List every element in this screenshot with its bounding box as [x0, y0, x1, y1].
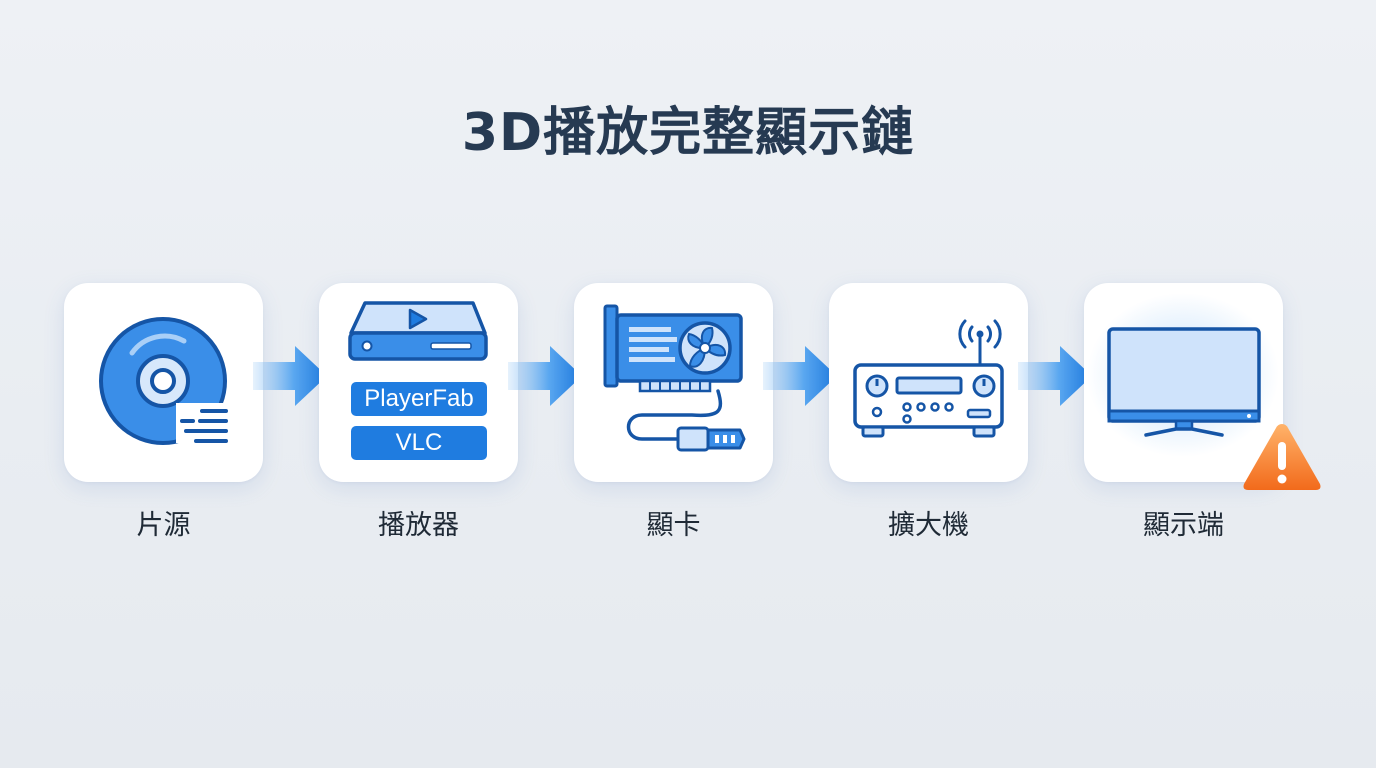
graphics-card-icon	[603, 304, 746, 452]
disc-icon	[99, 317, 232, 445]
step-label-gpu: 顯卡	[646, 510, 701, 541]
step-card-display	[1084, 283, 1283, 482]
flow-arrow-2	[508, 344, 584, 408]
monitor-icon	[1087, 293, 1279, 457]
av-receiver-icon	[853, 319, 1004, 438]
flow-arrow-1	[253, 344, 329, 408]
step-label-receiver: 擴大機	[888, 510, 969, 541]
step-card-source	[64, 283, 263, 482]
page-title: 3D播放完整顯示鏈	[461, 103, 915, 163]
player-option-playerfab[interactable]: PlayerFab	[351, 382, 487, 416]
flow-arrow-4	[1018, 344, 1094, 408]
media-player-icon	[348, 301, 488, 361]
step-label-player: 播放器	[378, 510, 459, 541]
step-card-gpu	[574, 283, 773, 482]
step-card-player: PlayerFab VLC	[319, 283, 518, 482]
player-option-vlc[interactable]: VLC	[351, 426, 487, 460]
step-card-receiver	[829, 283, 1028, 482]
step-label-display: 顯示端	[1143, 510, 1224, 541]
warning-icon	[1243, 424, 1321, 490]
flow-arrow-3	[763, 344, 839, 408]
step-label-source: 片源	[136, 510, 191, 541]
